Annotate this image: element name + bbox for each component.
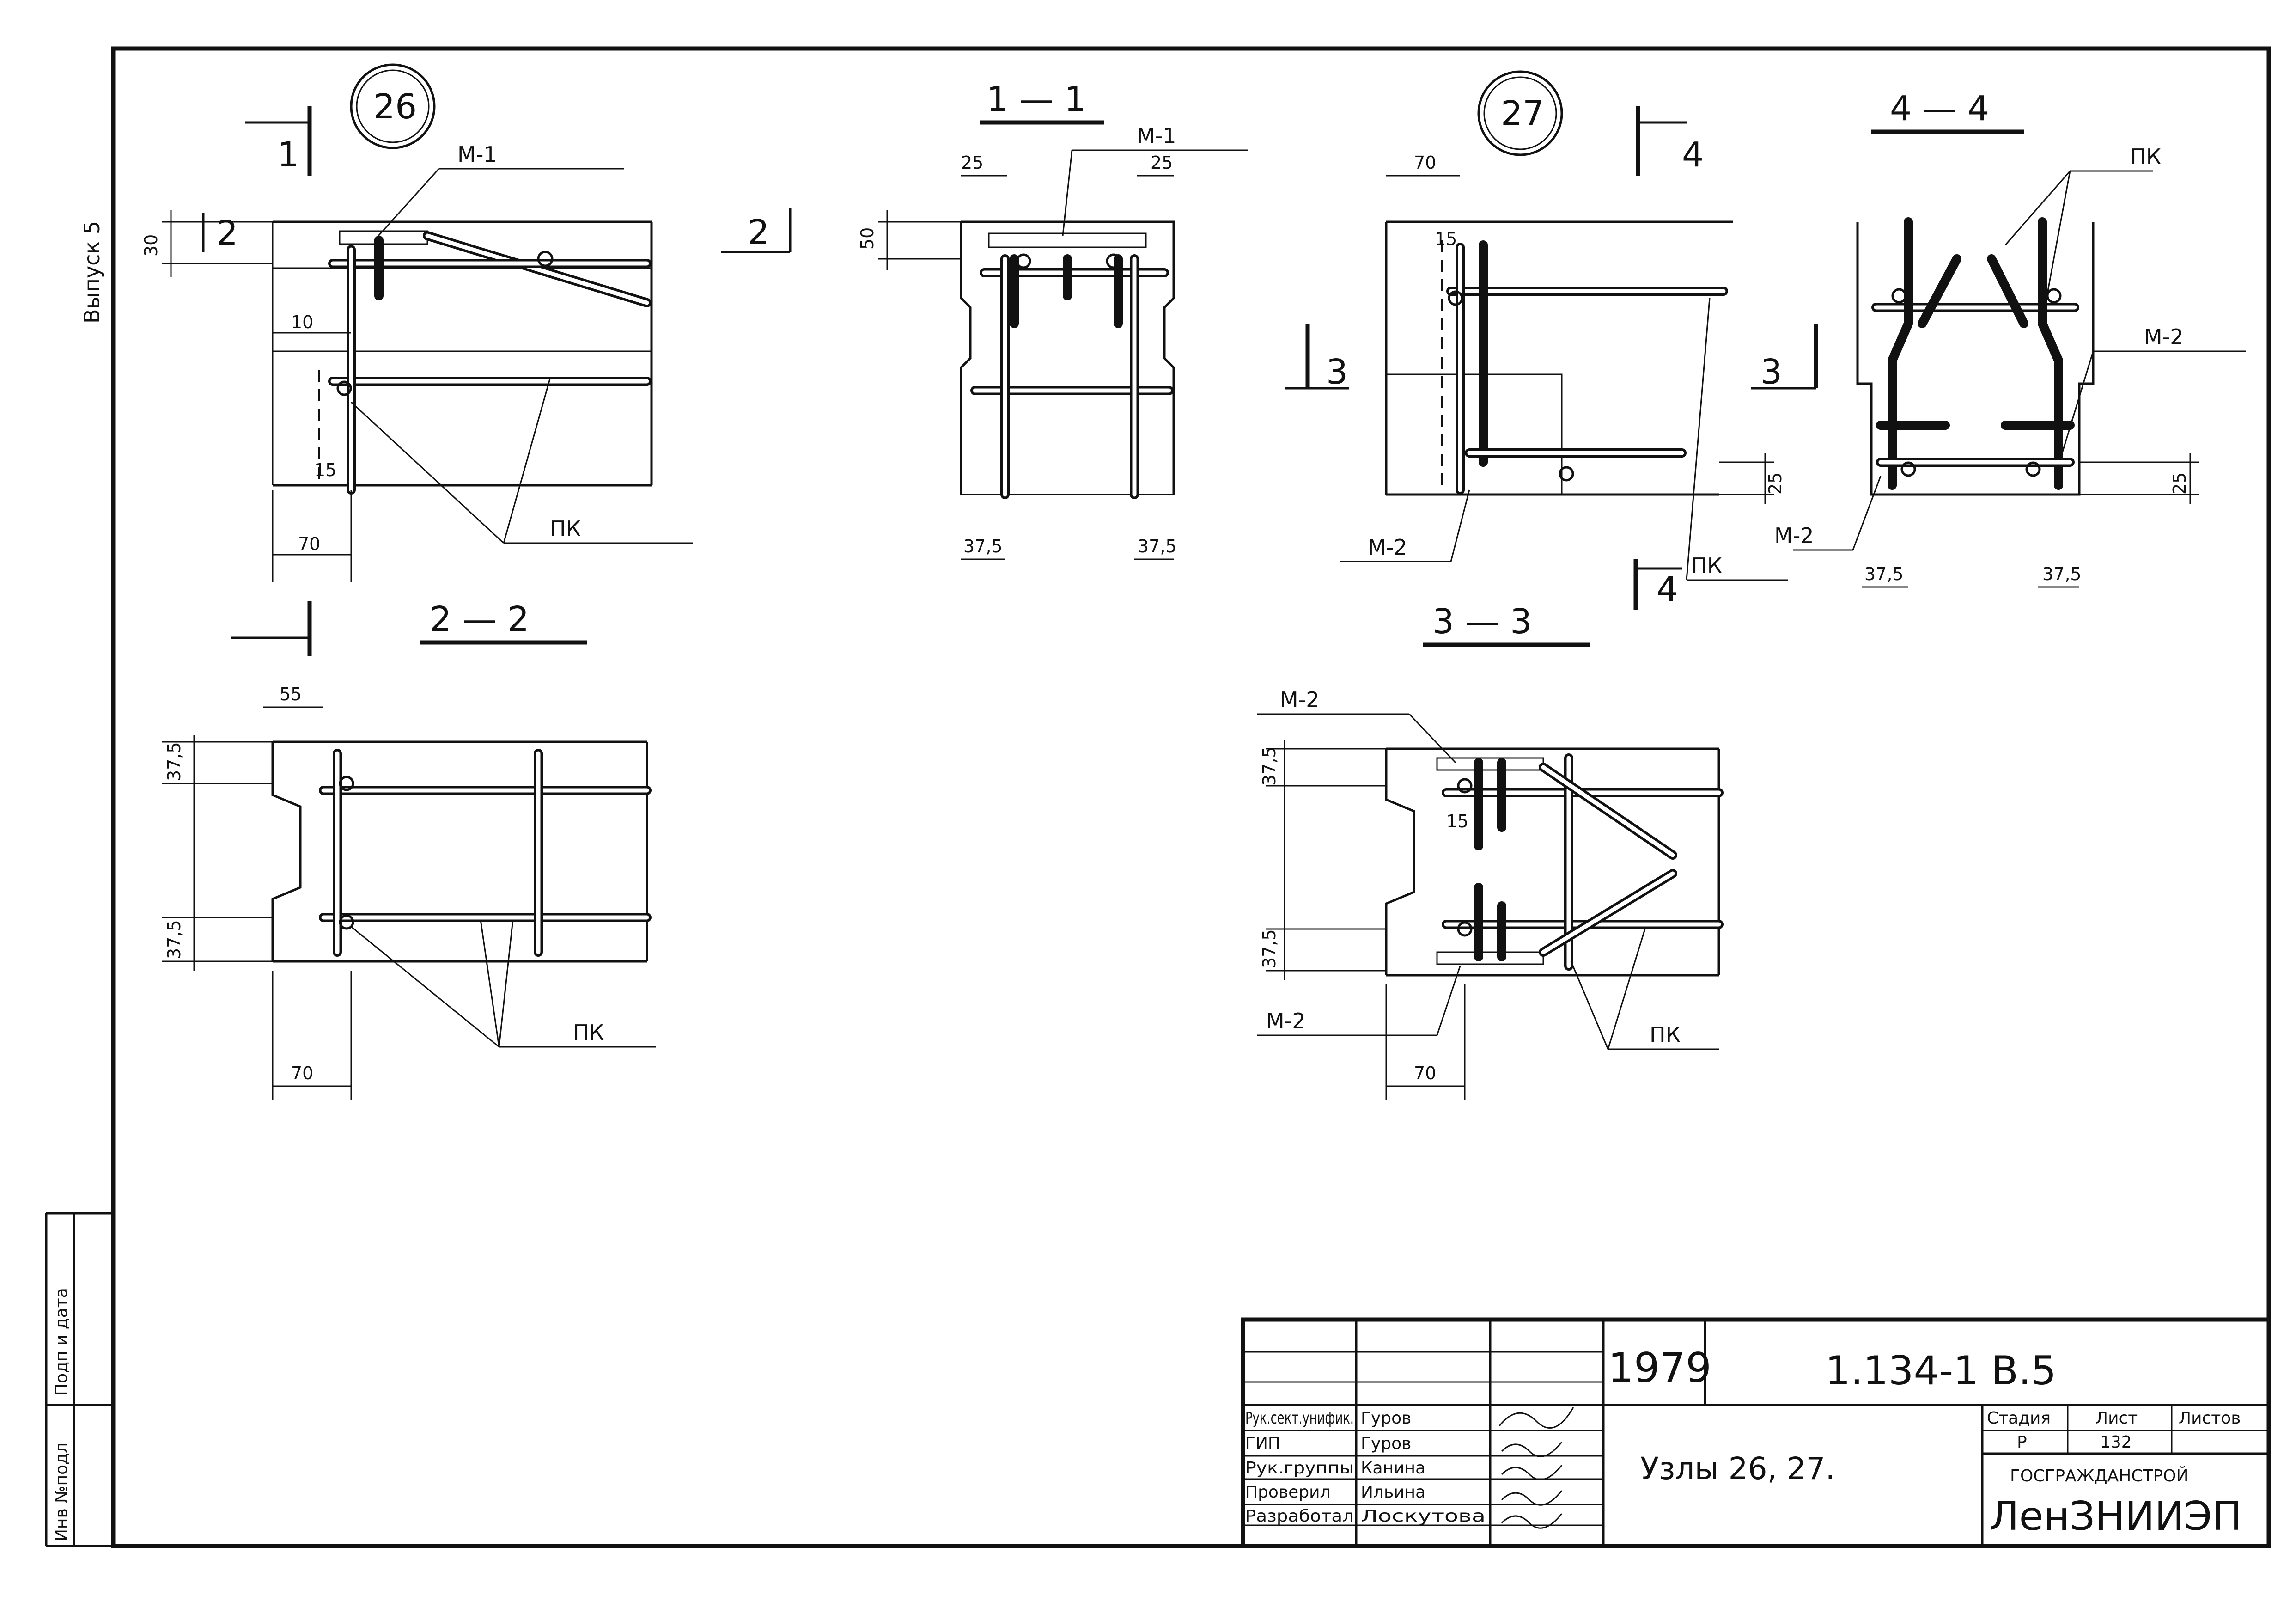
tb-role-4: Разработал <box>1245 1507 1354 1526</box>
dim-25-s11a: 25 <box>961 153 983 173</box>
section-title-4-4: 4 — 4 <box>1890 89 1989 128</box>
margin-label-inventory: Инв №подл <box>52 1443 71 1541</box>
tb-name-0: Гуров <box>1361 1409 1411 1428</box>
dim-30: 30 <box>141 234 161 257</box>
tb-org-top: ГОСГРАЖДАНСТРОЙ <box>2010 1466 2188 1486</box>
tb-stage: Р <box>2017 1433 2027 1452</box>
section-1-1 <box>878 120 1248 560</box>
dim-50: 50 <box>857 227 877 250</box>
dim-375-s33a: 37,5 <box>1259 746 1279 786</box>
label-pk-node26: ПК <box>550 516 581 541</box>
dim-375-s44a: 37,5 <box>1864 564 1904 584</box>
dim-25-node27: 25 <box>1765 472 1785 495</box>
cut-mark-2a: 2 <box>216 214 238 253</box>
section-4-4 <box>1793 129 2246 588</box>
tb-role-3: Проверил <box>1245 1483 1331 1502</box>
tb-name-3: Ильина <box>1361 1483 1425 1502</box>
cut-mark-3b: 3 <box>1760 352 1782 392</box>
dim-70-node27: 70 <box>1414 153 1436 173</box>
tb-role-2: Рук.группы <box>1245 1459 1354 1478</box>
label-pk-node27: ПК <box>1691 553 1722 578</box>
cut-mark-1: 1 <box>277 135 299 175</box>
sheet-frame <box>45 46 2271 1548</box>
dim-375-s11b: 37,5 <box>1138 536 1177 556</box>
section-3-3 <box>1257 642 1724 1100</box>
tb-name-2: Канина <box>1361 1459 1425 1478</box>
node-27-detail <box>1285 70 1818 610</box>
tb-col-sheet: Лист <box>2095 1409 2138 1428</box>
tb-role-0: Рук.сект.унифик. <box>1245 1409 1354 1428</box>
label-m1-s11: М-1 <box>1137 123 1176 148</box>
dim-25-s44: 25 <box>2169 472 2190 495</box>
dim-375-s44b: 37,5 <box>2042 564 2082 584</box>
cut-mark-2b: 2 <box>748 213 769 252</box>
section-title-3-3: 3 — 3 <box>1432 602 1532 642</box>
tb-col-stage: Стадия <box>1987 1409 2051 1428</box>
label-m2-s33a: М-2 <box>1280 687 1320 712</box>
tb-org: ЛенЗНИИЭП <box>1989 1493 2242 1540</box>
dim-15-node27: 15 <box>1435 229 1457 249</box>
node-26-detail <box>162 63 792 582</box>
tb-sheet-number: 132 <box>2100 1433 2132 1452</box>
node-27-number: 27 <box>1501 94 1544 134</box>
label-pk-s33: ПК <box>1650 1022 1681 1047</box>
tb-title: Узлы 26, 27. <box>1640 1451 1835 1486</box>
label-m2-s44b: М-2 <box>1774 523 1814 548</box>
dim-375-s22a: 37,5 <box>164 742 184 781</box>
label-m2-s44a: М-2 <box>2144 324 2184 349</box>
tb-col-sheets: Листов <box>2179 1409 2241 1428</box>
dim-15-s33: 15 <box>1446 811 1468 831</box>
tb-name-1: Гуров <box>1361 1434 1411 1453</box>
tb-name-4: Лоскутова <box>1361 1507 1486 1526</box>
node-26-number: 26 <box>373 87 417 127</box>
dim-375-s33b: 37,5 <box>1259 929 1279 968</box>
label-m1-node26: М-1 <box>457 142 497 167</box>
label-pk-s22: ПК <box>573 1020 604 1045</box>
dim-55: 55 <box>280 684 302 704</box>
tb-year: 1979 <box>1608 1344 1711 1392</box>
label-pk-s44: ПК <box>2130 144 2161 169</box>
side-label: Выпуск 5 <box>79 221 104 324</box>
margin-label-signature: Подп и дата <box>52 1288 71 1396</box>
dim-25-s11b: 25 <box>1151 153 1173 173</box>
dim-10: 10 <box>291 312 313 332</box>
cut-mark-4b: 4 <box>1657 569 1678 609</box>
tb-role-1: ГИП <box>1245 1434 1280 1453</box>
tb-code: 1.134-1 В.5 <box>1825 1348 2056 1394</box>
dim-70-s33: 70 <box>1414 1063 1436 1083</box>
dim-70-node26: 70 <box>298 534 320 554</box>
section-title-2-2: 2 — 2 <box>430 599 529 639</box>
label-m2-s33b: М-2 <box>1266 1009 1306 1033</box>
dim-375-s11a: 37,5 <box>963 536 1003 556</box>
dim-375-s22b: 37,5 <box>164 920 184 959</box>
dim-70-s22: 70 <box>291 1063 313 1083</box>
cut-mark-4a: 4 <box>1682 135 1704 175</box>
label-m2-node27: М-2 <box>1368 535 1407 560</box>
section-2-2 <box>162 601 656 1100</box>
dim-15-node26: 15 <box>314 460 336 480</box>
cut-mark-3a: 3 <box>1326 352 1348 392</box>
section-title-1-1: 1 — 1 <box>987 79 1086 119</box>
handwritten-signatures <box>1498 1407 1574 1529</box>
